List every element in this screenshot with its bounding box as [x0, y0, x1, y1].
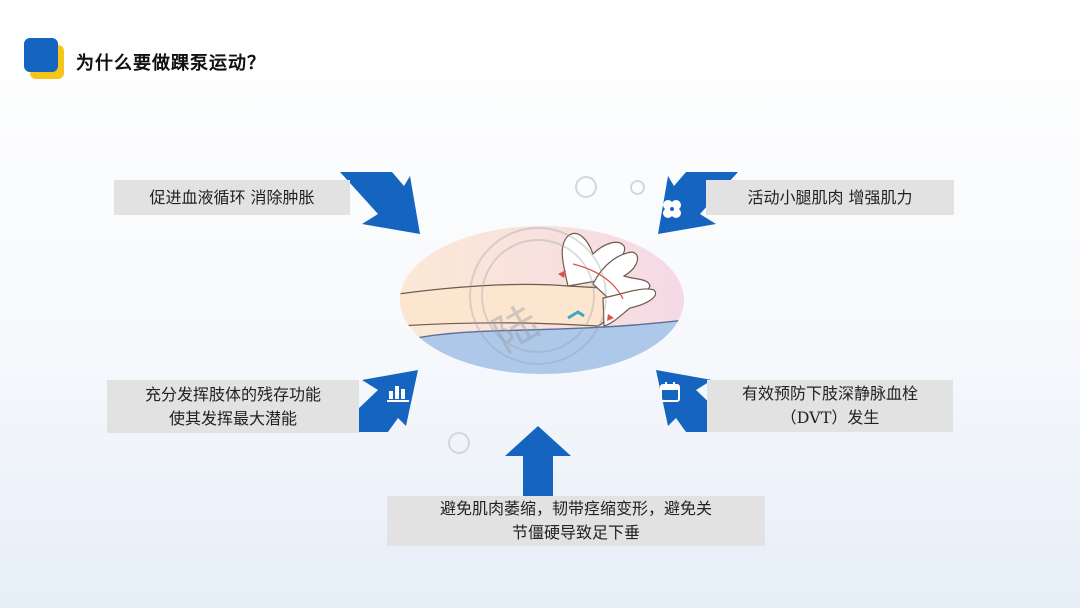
benefit-muscle: 活动小腿肌肉 增强肌力: [706, 180, 954, 215]
decor-bubble: [630, 180, 645, 195]
decor-bubble: [575, 176, 597, 198]
page-title: 为什么要做踝泵运动？: [76, 53, 266, 74]
logo-square-front: [24, 38, 58, 72]
benefit-function-line1: 充分发挥肢体的残存功能: [144, 384, 321, 404]
benefit-circulation-text: 促进血液循环 消除肿胀: [149, 187, 315, 207]
benefit-muscle-text: 活动小腿肌肉 增强肌力: [747, 187, 913, 207]
clover-icon: [663, 200, 681, 218]
benefit-atrophy-line1: 避免肌肉萎缩，韧带痉缩变形，避免关: [439, 499, 712, 518]
benefit-function-line2: 使其发挥最大潜能: [168, 408, 297, 428]
benefit-atrophy: 避免肌肉萎缩，韧带痉缩变形，避免关 节僵硬导致足下垂: [387, 496, 765, 546]
benefit-dvt-line2: （DVT）发生: [780, 408, 880, 427]
benefit-function: 充分发挥肢体的残存功能 使其发挥最大潜能: [107, 380, 359, 433]
arrow-top-left: [340, 172, 420, 234]
benefit-dvt-line1: 有效预防下肢深静脉血栓: [741, 384, 918, 403]
arrow-bottom: [505, 426, 571, 498]
benefit-dvt: 有效预防下肢深静脉血栓 （DVT）发生: [707, 380, 953, 432]
benefit-circulation: 促进血液循环 消除肿胀: [114, 180, 350, 215]
benefit-atrophy-line2: 节僵硬导致足下垂: [511, 523, 640, 542]
calendar-icon: [660, 382, 680, 402]
ankle-illustration: 陆: [400, 226, 684, 374]
bar-chart-icon: [387, 386, 409, 402]
decor-bubble: [448, 432, 470, 454]
